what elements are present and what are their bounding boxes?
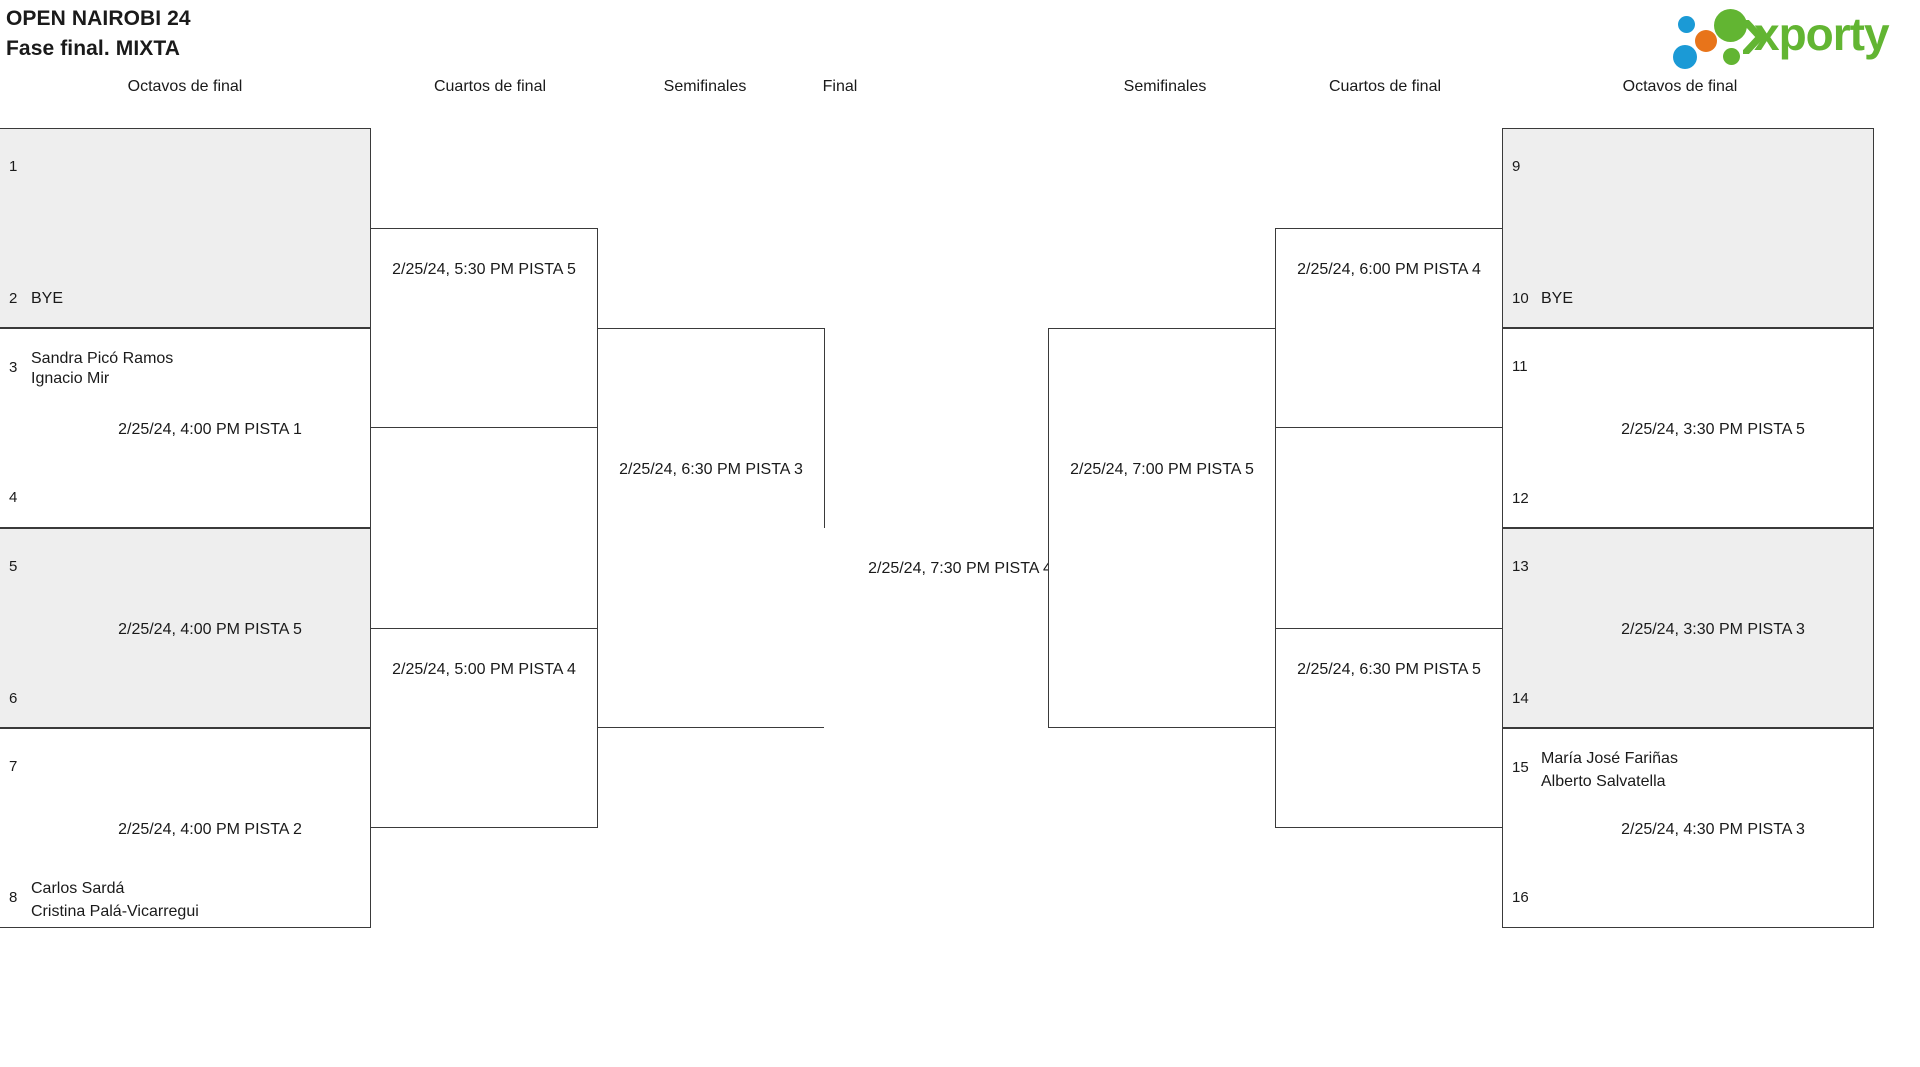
- round-label-right-octavos: Octavos de final: [1622, 78, 1738, 95]
- seed-number-top: 7: [9, 758, 18, 775]
- logo-dot-blue-large: [1673, 45, 1697, 69]
- seed-number-top: 3: [9, 359, 18, 376]
- match-cell-left-semis-1[interactable]: 2/25/24, 6:30 PM PISTA 3: [597, 328, 825, 728]
- logo-dot-green-small: [1723, 48, 1740, 65]
- seed-number-bottom: 12: [1512, 490, 1529, 507]
- match-cell-left-octavos-2[interactable]: 3 Sandra Picó Ramos Ignacio Mir 2/25/24,…: [0, 328, 371, 528]
- match-time: 2/25/24, 4:30 PM PISTA 3: [1621, 821, 1805, 838]
- seed-number-top: 15: [1512, 759, 1529, 776]
- seed-number-bottom: 8: [9, 889, 18, 906]
- seed-number-bottom: 10: [1512, 290, 1529, 307]
- match-cell-right-cuartos-2[interactable]: 2/25/24, 6:30 PM PISTA 5: [1275, 628, 1503, 828]
- match-cell-right-octavos-2[interactable]: 11 2/25/24, 3:30 PM PISTA 5 12: [1502, 328, 1874, 528]
- player-names-top-line1: María José Fariñas: [1541, 750, 1678, 767]
- round-label-final: Final: [822, 78, 858, 95]
- seed-number-top: 13: [1512, 558, 1529, 575]
- seed-number-top: 5: [9, 558, 18, 575]
- match-cell-left-octavos-1[interactable]: 1 2 BYE: [0, 128, 371, 328]
- seed-number-top: 11: [1512, 358, 1528, 375]
- match-cell-left-octavos-4[interactable]: 7 2/25/24, 4:00 PM PISTA 2 8 Carlos Sard…: [0, 728, 371, 928]
- match-time: 2/25/24, 6:30 PM PISTA 5: [1297, 661, 1481, 678]
- seed-number-bottom: 4: [9, 489, 18, 506]
- match-cell-left-cuartos-2[interactable]: 2/25/24, 5:00 PM PISTA 4: [370, 628, 598, 828]
- player-names-top-line2: Ignacio Mir: [31, 370, 110, 387]
- logo-dot-orange: [1695, 30, 1717, 52]
- round-label-right-cuartos: Cuartos de final: [1328, 78, 1442, 95]
- seed-number-top: 9: [1512, 158, 1521, 175]
- logo-chevron-icon: [1743, 20, 1765, 54]
- match-time: 2/25/24, 6:00 PM PISTA 4: [1297, 261, 1481, 278]
- match-cell-right-semis-1[interactable]: 2/25/24, 7:00 PM PISTA 5: [1048, 328, 1276, 728]
- tournament-phase: Fase final. MIXTA: [6, 37, 181, 60]
- player-names-top-line2: Alberto Salvatella: [1541, 773, 1666, 790]
- match-time: 2/25/24, 7:30 PM PISTA 4: [868, 560, 1052, 577]
- match-cell-right-octavos-1[interactable]: 9 10 BYE: [1502, 128, 1874, 328]
- match-cell-right-octavos-3[interactable]: 13 2/25/24, 3:30 PM PISTA 3 14: [1502, 528, 1874, 728]
- match-time: 2/25/24, 4:00 PM PISTA 1: [118, 421, 302, 438]
- seed-number-bottom: 2: [9, 290, 18, 307]
- match-time: 2/25/24, 5:00 PM PISTA 4: [392, 661, 576, 678]
- match-time: 2/25/24, 3:30 PM PISTA 3: [1621, 621, 1805, 638]
- seed-number-bottom: 14: [1512, 690, 1529, 707]
- logo-wordmark: xporty: [1754, 8, 1890, 60]
- round-label-right-semis: Semifinales: [1123, 78, 1207, 95]
- match-time: 2/25/24, 4:00 PM PISTA 2: [118, 821, 302, 838]
- match-cell-right-octavos-4[interactable]: 15 María José Fariñas Alberto Salvatella…: [1502, 728, 1874, 928]
- round-label-left-cuartos: Cuartos de final: [433, 78, 547, 95]
- logo-dot-green-large: [1714, 9, 1747, 42]
- match-time: 2/25/24, 5:30 PM PISTA 5: [392, 261, 576, 278]
- round-label-left-semis: Semifinales: [663, 78, 747, 95]
- player-names-bottom: BYE: [31, 290, 64, 307]
- round-label-left-octavos: Octavos de final: [127, 78, 243, 95]
- player-names-bottom-line2: Cristina Palá-Vicarregui: [31, 903, 199, 920]
- tournament-name: OPEN NAIROBI 24: [6, 7, 191, 30]
- match-cell-right-cuartos-1[interactable]: 2/25/24, 6:00 PM PISTA 4: [1275, 228, 1503, 428]
- match-time: 2/25/24, 3:30 PM PISTA 5: [1621, 421, 1805, 438]
- player-names-bottom: BYE: [1541, 290, 1574, 307]
- player-names-top-line1: Sandra Picó Ramos: [31, 350, 174, 367]
- match-cell-left-octavos-3[interactable]: 5 2/25/24, 4:00 PM PISTA 5 6: [0, 528, 371, 728]
- logo-dot-blue-small: [1678, 16, 1695, 33]
- seed-number-bottom: 6: [9, 690, 18, 707]
- match-time: 2/25/24, 7:00 PM PISTA 5: [1070, 461, 1254, 478]
- xporty-logo: xporty: [1668, 6, 1902, 69]
- page-title: OPEN NAIROBI 24 Fase final. MIXTA: [6, 4, 191, 64]
- seed-number-bottom: 16: [1512, 889, 1529, 906]
- match-cell-left-cuartos-1[interactable]: 2/25/24, 5:30 PM PISTA 5: [370, 228, 598, 428]
- player-names-bottom-line1: Carlos Sardá: [31, 880, 125, 897]
- seed-number-top: 1: [9, 158, 18, 175]
- match-time: 2/25/24, 4:00 PM PISTA 5: [118, 621, 302, 638]
- match-time: 2/25/24, 6:30 PM PISTA 3: [619, 461, 803, 478]
